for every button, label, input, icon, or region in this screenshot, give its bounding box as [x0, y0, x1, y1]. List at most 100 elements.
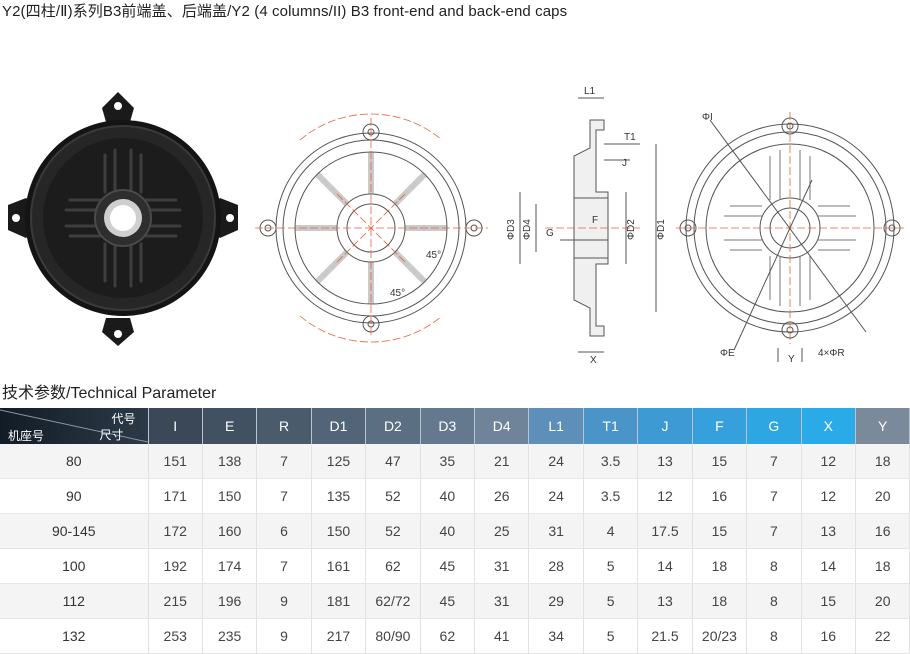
- table-cell: 174: [202, 548, 258, 584]
- table-cell: 62: [420, 618, 476, 654]
- column-header: X: [801, 408, 856, 444]
- corner-size-label: 尺寸: [99, 428, 124, 442]
- section-title: 技术参数/Technical Parameter: [2, 385, 217, 402]
- frame-number-cell: 132: [0, 618, 149, 654]
- table-cell: 7: [746, 444, 802, 479]
- section-view-drawing: [519, 97, 657, 353]
- table-cell: 150: [311, 513, 367, 549]
- table-cell: 17.5: [637, 513, 693, 549]
- table-cell: 13: [637, 444, 693, 479]
- table-cell: 12: [801, 444, 856, 479]
- table-cell: 9: [256, 583, 312, 619]
- table-cell: 35: [420, 444, 476, 479]
- table-cell: 18: [692, 583, 748, 619]
- dimension-label: T1: [624, 132, 636, 143]
- page-title: Y2(四柱/Ⅱ)系列B3前端盖、后端盖/Y2 (4 columns/II) B3…: [2, 3, 568, 20]
- dimension-label: ΦD1: [656, 219, 667, 240]
- table-cell: 13: [801, 513, 856, 549]
- table-cell: 7: [746, 478, 802, 514]
- table-cell: 8: [746, 583, 802, 619]
- table-cell: 41: [474, 618, 530, 654]
- column-header: J: [637, 408, 693, 444]
- table-cell: 25: [474, 513, 530, 549]
- table-cell: 40: [420, 513, 476, 549]
- table-cell: 151: [148, 444, 203, 479]
- frame-number-cell: 80: [0, 444, 149, 479]
- table-cell: 18: [692, 548, 748, 584]
- table-cell: 45: [420, 583, 476, 619]
- table-cell: 20: [855, 478, 910, 514]
- corner-diagonal: [0, 409, 148, 443]
- dimension-label: G: [546, 228, 554, 239]
- column-header: T1: [583, 408, 639, 444]
- dimension-label: X: [590, 355, 597, 366]
- table-cell: 5: [583, 618, 639, 654]
- end-cap-photo: [8, 92, 238, 346]
- table-cell: 62/72: [365, 583, 421, 619]
- column-header: I: [148, 408, 203, 444]
- rear-view-drawing: [676, 112, 905, 362]
- technical-drawings: 45° 45° L1 T1 J F G ΦD3 ΦD4 ΦD2 ΦD1 X: [8, 86, 905, 366]
- column-header: F: [692, 408, 748, 444]
- table-cell: 22: [855, 618, 910, 654]
- table-cell: 15: [801, 583, 856, 619]
- table-cell: 14: [637, 548, 693, 584]
- table-cell: 62: [365, 548, 421, 584]
- table-cell: 40: [420, 478, 476, 514]
- column-header: D4: [474, 408, 530, 444]
- table-cell: 15: [692, 513, 748, 549]
- table-cell: 45: [420, 548, 476, 584]
- table-cell: 47: [365, 444, 421, 479]
- table-cell: 161: [311, 548, 367, 584]
- dimension-label: J: [622, 158, 627, 169]
- table-cell: 13: [637, 583, 693, 619]
- table-cell: 138: [202, 444, 258, 479]
- frame-number-cell: 100: [0, 548, 149, 584]
- table-cell: 172: [148, 513, 203, 549]
- table-corner-cell: 代号 尺寸 机座号: [0, 408, 149, 444]
- table-cell: 16: [855, 513, 910, 549]
- table-cell: 18: [855, 548, 910, 584]
- table-cell: 217: [311, 618, 367, 654]
- table-cell: 253: [148, 618, 203, 654]
- table-cell: 135: [311, 478, 367, 514]
- dimension-label: L1: [584, 86, 596, 97]
- dimension-label: ΦD2: [626, 219, 637, 240]
- table-cell: 24: [528, 478, 584, 514]
- table-cell: 9: [256, 618, 312, 654]
- table-cell: 6: [256, 513, 312, 549]
- angle-label: 45°: [390, 288, 405, 299]
- dimension-label: ΦI: [702, 112, 713, 123]
- table-cell: 7: [256, 478, 312, 514]
- dimension-label: ΦD4: [522, 219, 533, 240]
- column-header: E: [202, 408, 258, 444]
- column-header: D2: [365, 408, 421, 444]
- table-cell: 5: [583, 548, 639, 584]
- column-header: R: [256, 408, 312, 444]
- table-cell: 196: [202, 583, 258, 619]
- corner-frame-label: 机座号: [8, 429, 45, 443]
- table-cell: 52: [365, 513, 421, 549]
- dimension-label: 4×ΦR: [818, 348, 845, 359]
- table-cell: 181: [311, 583, 367, 619]
- table-cell: 52: [365, 478, 421, 514]
- table-cell: 4: [583, 513, 639, 549]
- column-header: L1: [528, 408, 584, 444]
- table-cell: 171: [148, 478, 203, 514]
- column-header: D1: [311, 408, 367, 444]
- table-cell: 3.5: [583, 478, 639, 514]
- frame-number-cell: 112: [0, 583, 149, 619]
- dimension-label: Y: [788, 354, 795, 365]
- column-header: D3: [420, 408, 476, 444]
- table-cell: 8: [746, 618, 802, 654]
- table-cell: 16: [692, 478, 748, 514]
- table-cell: 34: [528, 618, 584, 654]
